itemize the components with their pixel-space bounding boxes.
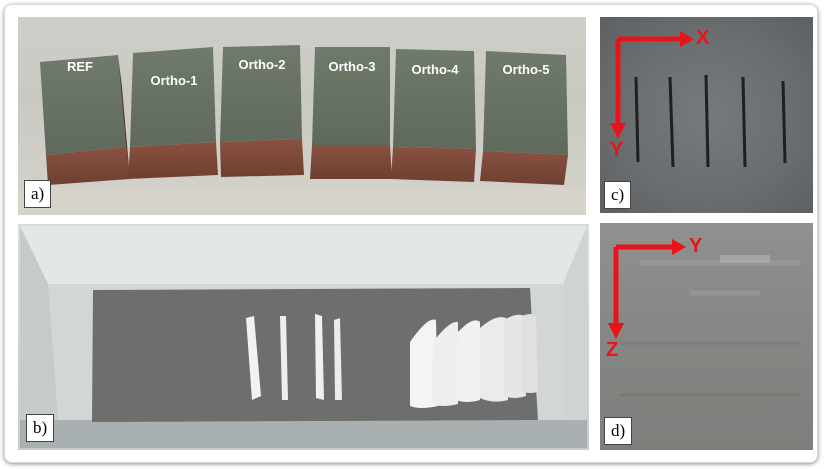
- panel-d-surface-yz-photo: Y Z d): [600, 223, 813, 450]
- specimen-block-ortho-1: [128, 47, 218, 179]
- specimen-label-ortho-5: Ortho-5: [502, 62, 550, 77]
- panel-label-b: b): [26, 414, 55, 442]
- axis-label-x: X: [696, 27, 710, 49]
- panel-label-a: a): [24, 180, 52, 208]
- axis-arrow-icon: [608, 239, 686, 339]
- panel-label-d: d): [604, 417, 633, 445]
- axis-label-y: Y: [610, 139, 624, 161]
- axis-label-y: Y: [689, 235, 703, 257]
- surface-yz-photo: [608, 239, 800, 397]
- specimen-label-ortho-3: Ortho-3: [328, 59, 376, 74]
- specimen-block-ortho-3: [310, 47, 392, 179]
- specimen-label-ortho-4: Ortho-4: [411, 62, 459, 77]
- panel-label-c: c): [604, 181, 632, 209]
- panel-c-surface-xy-photo: X Y c): [600, 17, 813, 213]
- specimen-block-ortho-4: [391, 49, 476, 182]
- specimen-label-ortho-1: Ortho-1: [150, 73, 198, 88]
- axis-arrow-icon: [610, 31, 694, 139]
- panel-a-specimens-photo: REF Ortho-1 Ortho-2 Ortho-3 Ortho-4 Orth…: [18, 17, 586, 215]
- specimen-block-ortho-5: [480, 51, 568, 185]
- specimen-block-ortho-2: [220, 45, 304, 177]
- specimen-label-ref: REF: [67, 59, 93, 74]
- specimen-label-ortho-2: Ortho-2: [238, 57, 286, 72]
- panel-b-mold-photo: b): [18, 224, 589, 450]
- axis-label-z: Z: [606, 339, 619, 361]
- specimen-blocks-photo: [18, 45, 586, 215]
- figure-frame: REF Ortho-1 Ortho-2 Ortho-3 Ortho-4 Orth…: [4, 4, 818, 463]
- surface-slots-xy-photo: [610, 31, 787, 168]
- specimen-block-ref: [40, 55, 130, 185]
- mold-with-inserts-photo: [20, 226, 587, 448]
